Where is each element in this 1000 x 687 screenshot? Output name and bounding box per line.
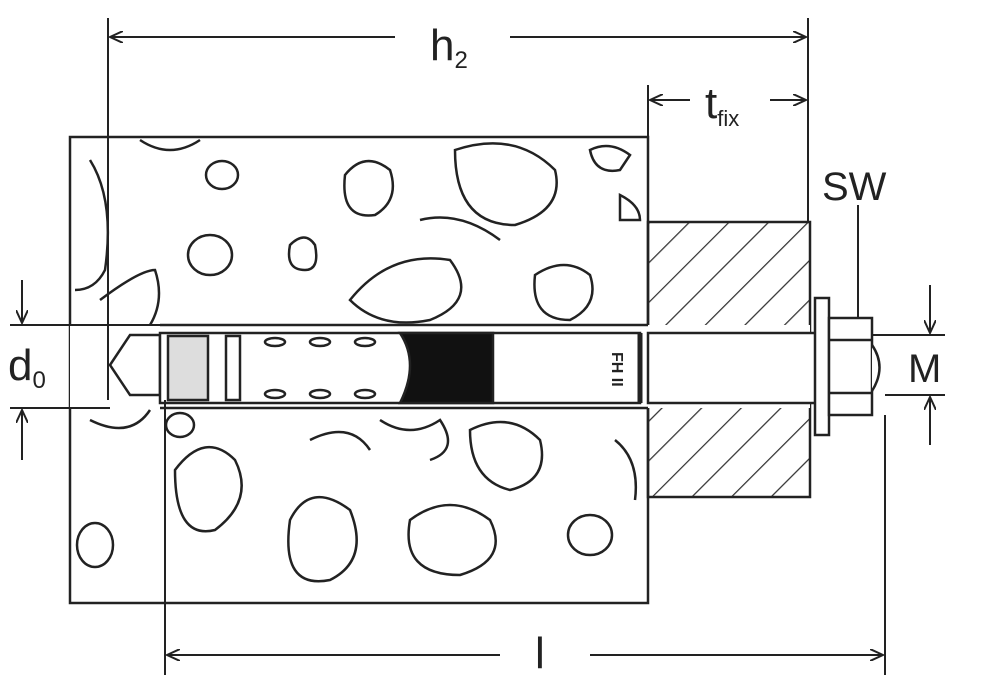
washer xyxy=(813,296,831,437)
anchor-marking: FH II xyxy=(608,352,625,387)
label-d0: d0 xyxy=(8,341,46,394)
label-h2: h2 xyxy=(430,21,468,74)
dimension-lines xyxy=(10,18,945,675)
label-l: l xyxy=(535,629,545,678)
anchor-sleeve xyxy=(108,331,643,405)
label-m: M xyxy=(908,347,941,391)
bolt xyxy=(646,296,881,437)
label-sw: SW xyxy=(822,165,887,209)
label-tfix: tfix xyxy=(705,79,739,131)
nut xyxy=(827,316,874,417)
